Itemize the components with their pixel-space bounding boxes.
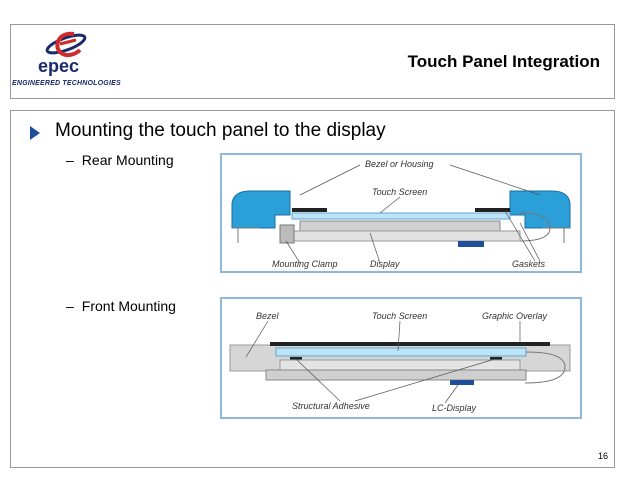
epec-logo bbox=[10, 26, 130, 90]
sub-bullet-rear: –Rear Mounting bbox=[66, 152, 174, 168]
sub-bullet-rear-label: Rear Mounting bbox=[81, 152, 174, 168]
main-bullet: Mounting the touch panel to the display bbox=[55, 120, 386, 141]
slide-title: Touch Panel Integration bbox=[407, 52, 600, 71]
logo-tagline: ENGINEERED TECHNOLOGIES bbox=[12, 80, 121, 87]
epec-logo-icon bbox=[45, 31, 87, 58]
rear-label-mounting-clamp: Mounting Clamp bbox=[272, 259, 338, 269]
front-label-bezel: Bezel bbox=[256, 311, 280, 321]
rear-mounting-diagram: Bezel or Housing Touch Screen Mounting C… bbox=[220, 153, 582, 278]
content-frame bbox=[10, 110, 615, 468]
rear-label-display: Display bbox=[370, 259, 400, 269]
front-label-touch-screen: Touch Screen bbox=[372, 311, 427, 321]
header-frame bbox=[10, 24, 615, 99]
page-number: 16 bbox=[597, 451, 608, 461]
front-label-graphic-overlay: Graphic Overlay bbox=[482, 311, 548, 321]
logo-wordmark: epec bbox=[38, 56, 80, 76]
bullet-arrow-icon bbox=[30, 126, 40, 140]
front-label-lc-display: LC-Display bbox=[432, 403, 477, 413]
rear-label-touch-screen: Touch Screen bbox=[372, 187, 427, 197]
rear-label-bezel: Bezel or Housing bbox=[365, 159, 434, 169]
dash: – bbox=[66, 152, 74, 168]
rear-label-gaskets: Gaskets bbox=[512, 259, 546, 269]
front-mounting-diagram: Bezel Touch Screen Graphic Overlay Struc… bbox=[220, 297, 582, 424]
front-label-structural-adhesive: Structural Adhesive bbox=[292, 401, 370, 411]
dash: – bbox=[66, 298, 74, 314]
sub-bullet-front: –Front Mounting bbox=[66, 298, 176, 314]
sub-bullet-front-label: Front Mounting bbox=[81, 298, 176, 314]
